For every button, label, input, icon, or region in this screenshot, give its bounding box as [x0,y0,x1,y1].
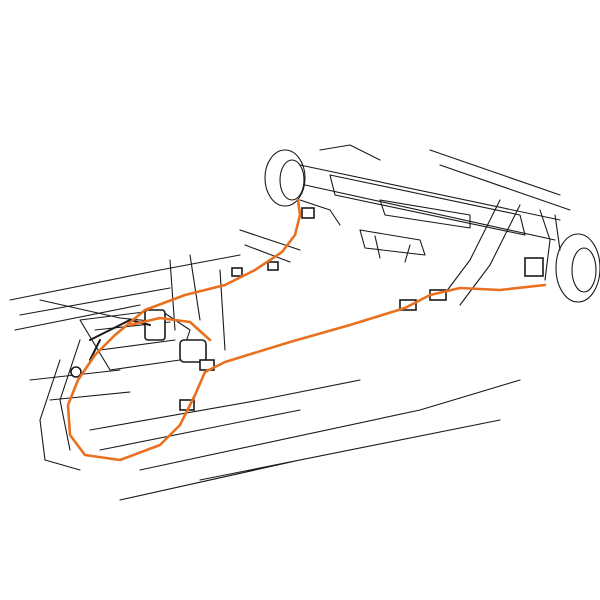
front-cable-loop [66,198,302,462]
rear-cable [203,283,547,374]
parking-brake-pedal-assembly [70,207,447,411]
rear-left-wheel [264,149,306,207]
parking-brake-cable [66,198,547,462]
equalizer-cable [128,316,212,342]
rear-axle-and-frame [239,144,571,306]
rear-right-wheel [555,233,600,303]
